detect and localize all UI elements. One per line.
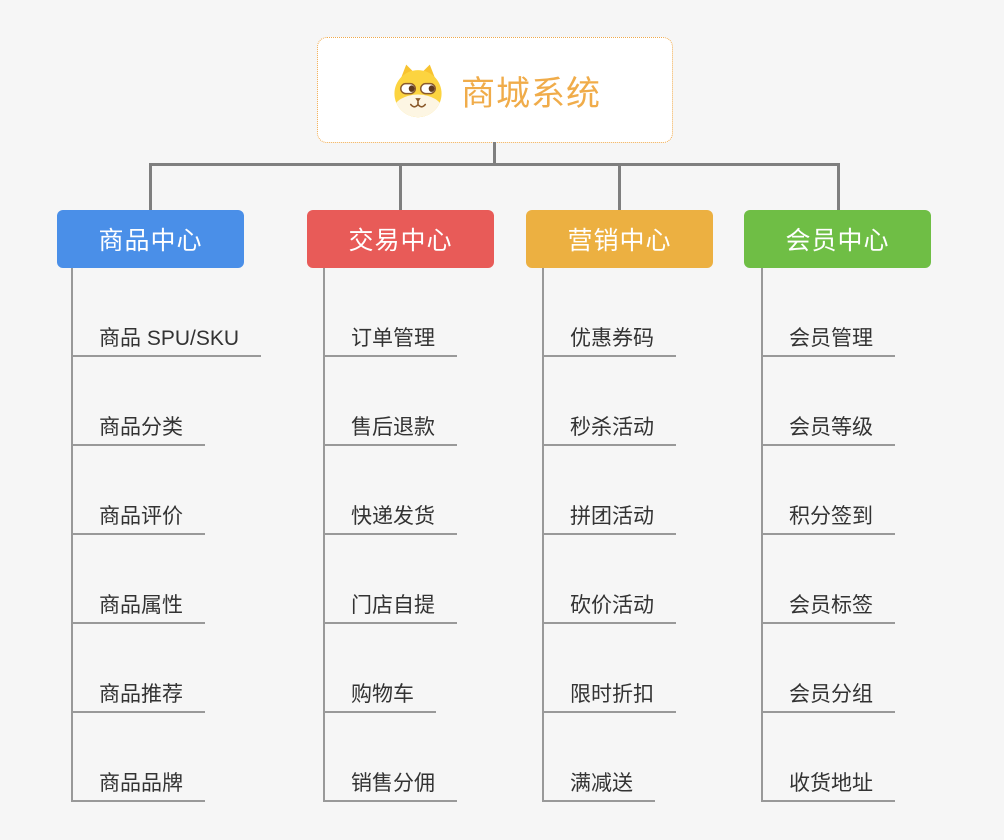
branch-column: 商品 SPU/SKU 商品分类商品评价商品属性商品推荐商品品牌: [71, 268, 311, 802]
connector-column-spine: [542, 268, 544, 802]
connector-branch-drop: [837, 166, 840, 211]
leaf-node[interactable]: 商品分类: [71, 411, 205, 446]
connector-branch-drop: [618, 166, 621, 211]
leaf-node[interactable]: 销售分佣: [323, 767, 457, 802]
root-node[interactable]: 商城系统: [317, 37, 673, 143]
branch-column: 会员管理会员等级积分签到会员标签会员分组收货地址: [761, 268, 1001, 802]
leaf-node[interactable]: 会员管理: [761, 322, 895, 357]
connector-column-spine: [761, 268, 763, 802]
connector-root-stem: [493, 142, 496, 164]
branch-node[interactable]: 商品中心: [57, 210, 244, 268]
leaf-node[interactable]: 门店自提: [323, 589, 457, 624]
leaf-node[interactable]: 收货地址: [761, 767, 895, 802]
leaf-node[interactable]: 快递发货: [323, 500, 457, 535]
connector-column-spine: [71, 268, 73, 802]
leaf-node[interactable]: 砍价活动: [542, 589, 676, 624]
branch-column: 订单管理售后退款快递发货门店自提购物车销售分佣: [323, 268, 563, 802]
connector-column-spine: [323, 268, 325, 802]
connector-branch-drop: [399, 166, 402, 211]
leaf-node[interactable]: 会员等级: [761, 411, 895, 446]
leaf-node[interactable]: 拼团活动: [542, 500, 676, 535]
branch-node[interactable]: 营销中心: [526, 210, 713, 268]
leaf-node[interactable]: 会员分组: [761, 678, 895, 713]
connector-horizontal-bar: [149, 163, 840, 166]
branch-column: 优惠券码秒杀活动拼团活动砍价活动限时折扣满减送: [542, 268, 782, 802]
connector-branch-drop: [149, 166, 152, 211]
dog-face-icon: [389, 61, 447, 119]
leaf-node[interactable]: 售后退款: [323, 411, 457, 446]
leaf-node[interactable]: 积分签到: [761, 500, 895, 535]
leaf-node[interactable]: 优惠券码: [542, 322, 676, 357]
leaf-node[interactable]: 商品评价: [71, 500, 205, 535]
leaf-node[interactable]: 商品属性: [71, 589, 205, 624]
branch-node[interactable]: 交易中心: [307, 210, 494, 268]
leaf-node[interactable]: 满减送: [542, 767, 655, 802]
leaf-node[interactable]: 会员标签: [761, 589, 895, 624]
leaf-node[interactable]: 秒杀活动: [542, 411, 676, 446]
leaf-node[interactable]: 订单管理: [323, 322, 457, 357]
branch-node[interactable]: 会员中心: [744, 210, 931, 268]
leaf-node[interactable]: 商品品牌: [71, 767, 205, 802]
leaf-node[interactable]: 购物车: [323, 678, 436, 713]
root-title: 商城系统: [461, 74, 601, 113]
leaf-node[interactable]: 商品 SPU/SKU: [71, 322, 262, 357]
leaf-node[interactable]: 限时折扣: [542, 678, 676, 713]
leaf-node[interactable]: 商品推荐: [71, 678, 205, 713]
